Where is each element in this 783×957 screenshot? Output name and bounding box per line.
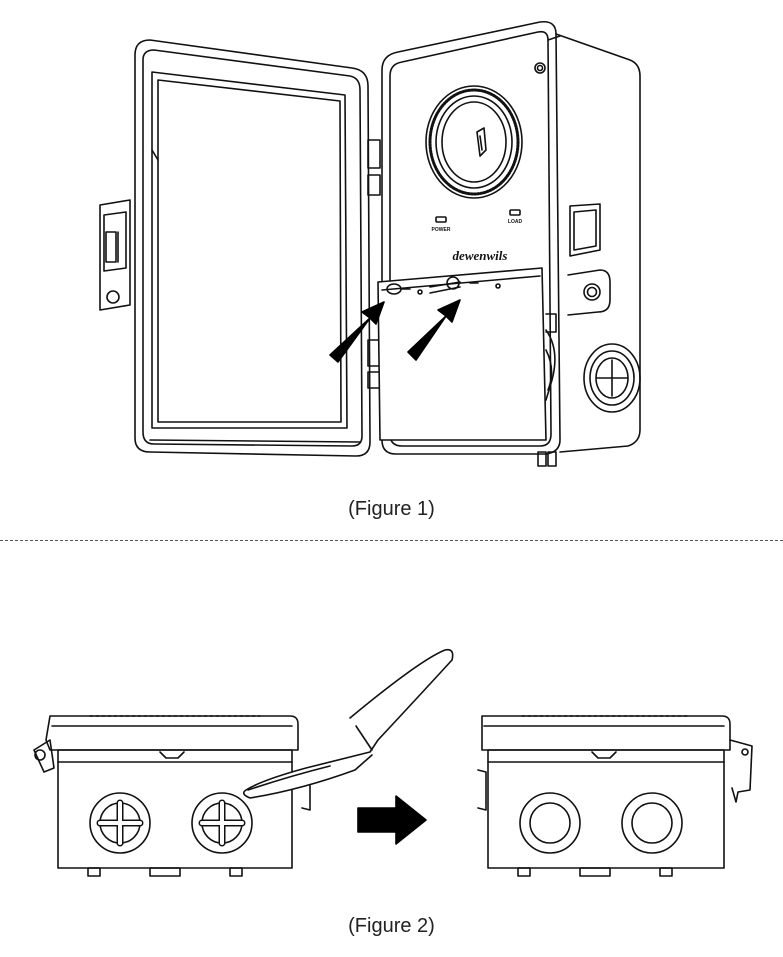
power-led-icon <box>435 216 447 223</box>
arrow-icon <box>407 299 461 361</box>
figure-1-drawing: POWER LOAD dewenwils <box>99 20 641 467</box>
figure-2-drawing <box>33 648 753 877</box>
arrow-icon <box>329 301 385 363</box>
box-before <box>33 715 311 877</box>
brand-logo: dewenwils <box>453 248 508 263</box>
cover-plate <box>377 267 557 441</box>
figure-2-caption: (Figure 2) <box>348 915 435 937</box>
timer-dial <box>425 85 523 199</box>
dashed-divider <box>0 540 783 541</box>
lid-screw-hole <box>106 290 120 304</box>
open-knockout-icon <box>621 792 683 854</box>
figure-1: POWER LOAD dewenwils <box>99 20 641 467</box>
knockout-icon <box>191 792 253 854</box>
load-led-icon <box>509 209 521 216</box>
power-label: POWER <box>432 227 451 233</box>
enclosure-box <box>381 20 641 467</box>
indicators: POWER LOAD dewenwils <box>432 209 523 263</box>
figure-2 <box>0 540 783 957</box>
open-lid <box>99 39 381 457</box>
arrow-icon <box>357 795 427 845</box>
knife-icon <box>242 648 454 799</box>
open-knockout-icon <box>519 792 581 854</box>
knockout-icon <box>89 792 151 854</box>
figure-1-caption: (Figure 1) <box>348 498 435 520</box>
load-label: LOAD <box>508 219 523 225</box>
box-after <box>477 715 753 877</box>
side-knockout-icon <box>583 343 641 413</box>
arrows <box>329 299 461 363</box>
